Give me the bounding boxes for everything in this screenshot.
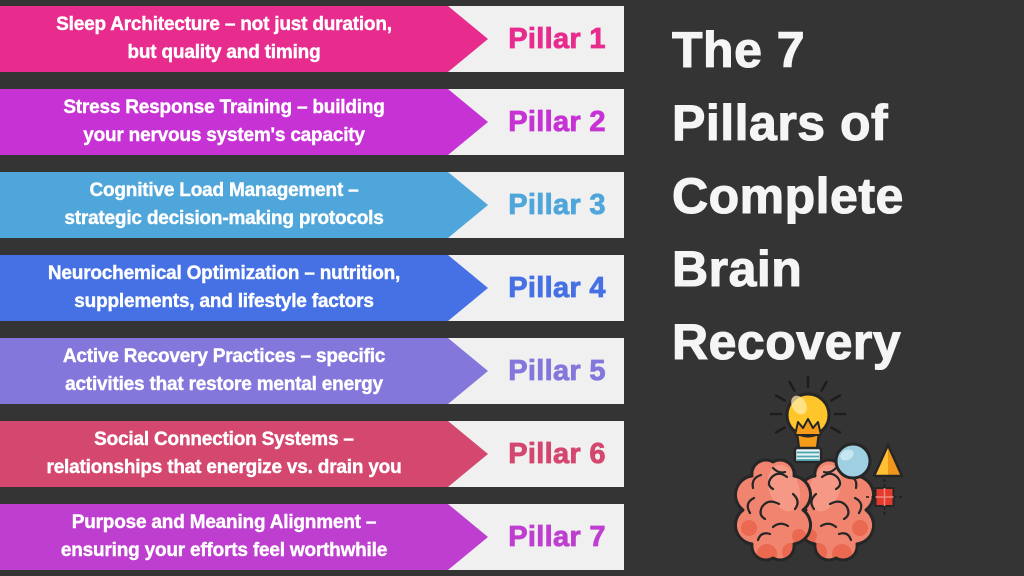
- pillar-5-text-line-1: Active Recovery Practices – specific: [62, 346, 386, 367]
- pillar-1-label: Pillar 1: [508, 22, 606, 55]
- triangle-icon: [872, 443, 904, 478]
- brain-left-hemisphere: [735, 460, 810, 564]
- pillar-7-label: Pillar 7: [508, 520, 606, 553]
- pillar-4-text-line-1: Neurochemical Optimization – nutrition,: [47, 263, 401, 284]
- pillar-7-text-line-1: Purpose and Meaning Alignment –: [71, 512, 377, 533]
- pillar-3-label-box: Pillar 3: [448, 172, 624, 238]
- pillar-2-text-line-1: Stress Response Training – building: [63, 97, 385, 118]
- pillar-6-band: Social Connection Systems – relationship…: [0, 421, 448, 487]
- pillar-3-band: Cognitive Load Management – strategic de…: [0, 172, 448, 238]
- lightbulb-icon: [785, 392, 831, 464]
- title-line-3: Complete: [671, 167, 904, 224]
- pillar-6-text-line-2: relationships that energize vs. drain yo…: [46, 457, 402, 478]
- pillar-row-7: Purpose and Meaning Alignment – ensuring…: [0, 504, 624, 570]
- pillar-5-label: Pillar 5: [508, 354, 606, 387]
- light-rays-icon: [769, 376, 847, 434]
- title-line-1: The 7: [671, 21, 806, 78]
- pillar-6-text-line-1: Social Connection Systems –: [94, 429, 354, 450]
- pillar-row-2: Stress Response Training – building your…: [0, 89, 624, 155]
- title-line-2: Pillars of: [671, 94, 889, 151]
- page-title: The 7 Pillars of Complete Brain Recovery: [671, 14, 904, 379]
- pillar-3-label: Pillar 3: [508, 188, 606, 221]
- pillar-5-band: Active Recovery Practices – specific act…: [0, 338, 448, 404]
- pillar-2-text-line-2: your nervous system's capacity: [83, 125, 365, 146]
- pillar-5-text-line-2: activities that restore mental energy: [65, 374, 383, 395]
- pillar-1-text-line-1: Sleep Architecture – not just duration,: [56, 14, 392, 35]
- pillar-3-text-line-1: Cognitive Load Management –: [89, 180, 359, 201]
- pillar-3-text-line-2: strategic decision-making protocols: [64, 208, 384, 229]
- brain-right-hemisphere: [796, 458, 876, 562]
- pillar-row-6: Social Connection Systems – relationship…: [0, 421, 624, 487]
- pillar-2-label: Pillar 2: [508, 105, 606, 138]
- pillar-7-band: Purpose and Meaning Alignment – ensuring…: [0, 504, 448, 570]
- pillar-row-3: Cognitive Load Management – strategic de…: [0, 172, 624, 238]
- brain-illustration: [690, 376, 904, 576]
- pillar-2-label-box: Pillar 2: [448, 89, 624, 155]
- brain-icon: [735, 458, 876, 564]
- pillar-6-label: Pillar 6: [508, 437, 606, 470]
- pillar-4-text-line-2: supplements, and lifestyle factors: [74, 291, 374, 312]
- grid-square-icon: [866, 479, 902, 515]
- pillar-4-band: Neurochemical Optimization – nutrition, …: [0, 255, 448, 321]
- pillar-7-text-line-2: ensuring your efforts feel worthwhile: [60, 540, 388, 561]
- pillar-row-4: Neurochemical Optimization – nutrition, …: [0, 255, 624, 321]
- pillar-1-text-line-2: but quality and timing: [127, 42, 321, 63]
- title-line-4: Brain: [671, 240, 803, 297]
- title-line-5: Recovery: [671, 313, 902, 370]
- pillar-4-label: Pillar 4: [508, 271, 606, 304]
- pillar-2-band: Stress Response Training – building your…: [0, 89, 448, 155]
- sphere-icon: [834, 442, 872, 480]
- pillar-1-band: Sleep Architecture – not just duration, …: [0, 6, 448, 72]
- pillar-row-1: Sleep Architecture – not just duration, …: [0, 6, 624, 72]
- pillar-row-5: Active Recovery Practices – specific act…: [0, 338, 624, 404]
